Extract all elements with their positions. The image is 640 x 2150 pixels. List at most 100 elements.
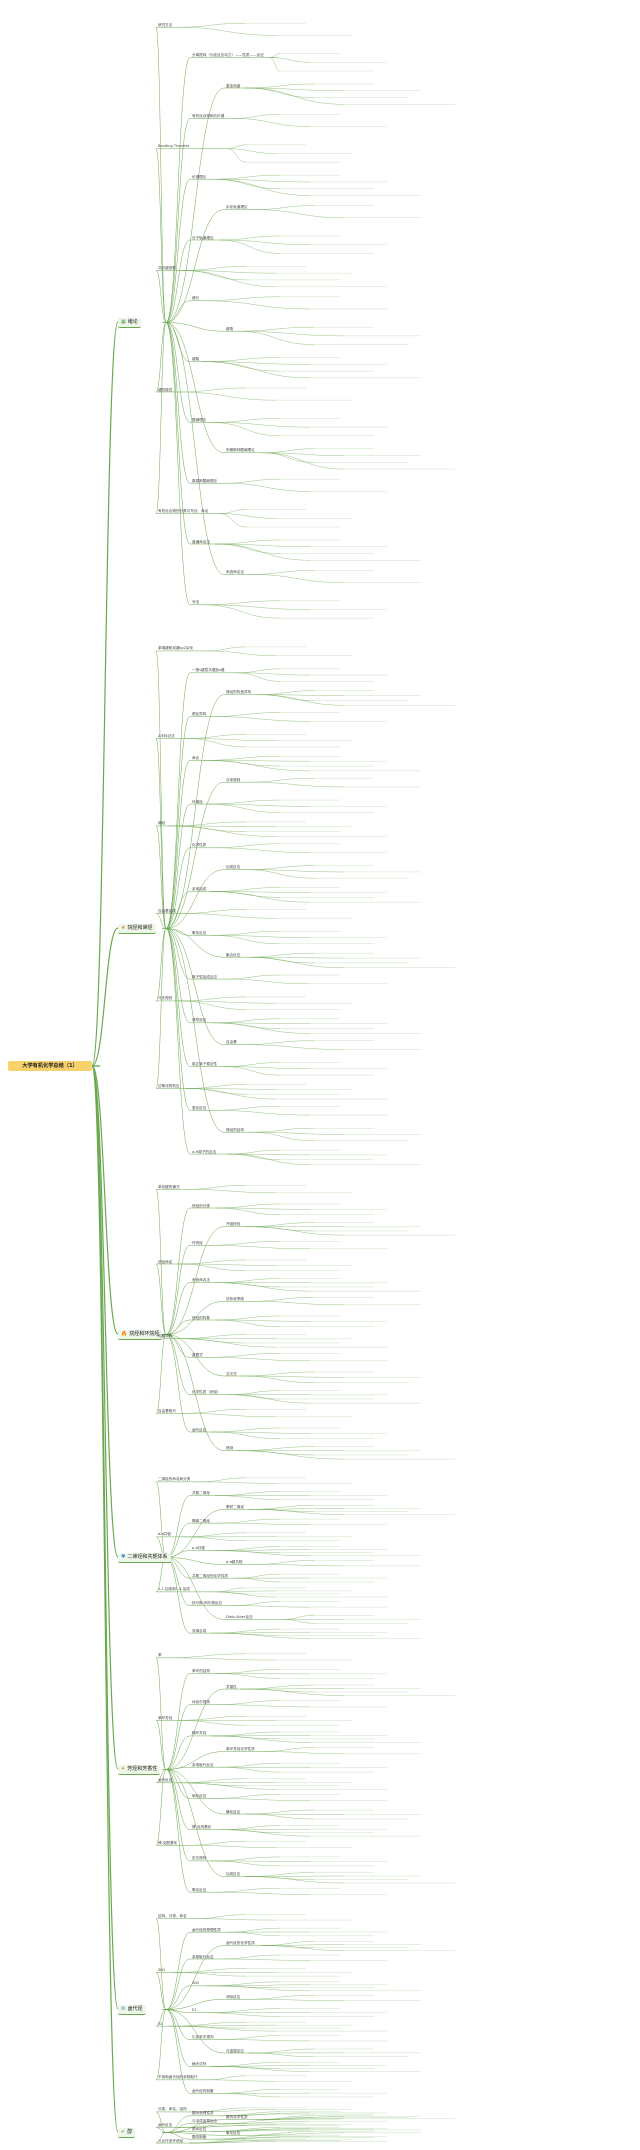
node-s5-2[interactable]: 卤代烃的化学性质 bbox=[226, 1941, 255, 1946]
node-s2-12[interactable]: 自由基取代 bbox=[158, 1408, 176, 1413]
node-s0-0[interactable]: 研究方法 bbox=[158, 22, 173, 27]
node-s2-1[interactable]: 烷烃的分类 bbox=[192, 1203, 210, 1208]
node-s2-4[interactable]: 烷烃命名 bbox=[158, 1259, 173, 1264]
node-s0-8[interactable]: 共价键参数 bbox=[158, 265, 176, 270]
node-s5-6[interactable]: 消除反应 bbox=[226, 1994, 241, 1999]
node-s3-3[interactable]: 隔离二烯烃 bbox=[192, 1518, 210, 1523]
node-s3-8[interactable]: 1,2-加成和1,4-加成 bbox=[158, 1587, 190, 1592]
node-s3-7[interactable]: 共轭二烯烃的化学性质 bbox=[192, 1573, 228, 1578]
node-s1-10[interactable]: 加成反应 bbox=[226, 865, 241, 870]
node-s6-0[interactable]: 分类、命名、结构 bbox=[158, 2107, 187, 2112]
node-s4-13[interactable]: 定位规则 bbox=[192, 1856, 207, 1861]
node-s3-1[interactable]: 共轭二烯烃 bbox=[192, 1491, 210, 1496]
section-s4[interactable]: ✦芳烃和芳香性 bbox=[118, 1765, 161, 1775]
node-s4-3[interactable]: 休克尔规则 bbox=[192, 1700, 210, 1705]
node-s3-10[interactable]: Diels-Alder反应 bbox=[226, 1614, 253, 1619]
node-s2-3[interactable]: 环烷烃 bbox=[192, 1240, 203, 1245]
node-s2-14[interactable]: 燃烧 bbox=[226, 1446, 234, 1451]
node-s4-12[interactable]: 傅-克酰基化 bbox=[158, 1840, 178, 1845]
node-s1-17[interactable]: 诱导效应 bbox=[192, 1018, 207, 1023]
section-s5[interactable]: ⚙卤代烃 bbox=[118, 2005, 146, 2015]
node-s1-7[interactable]: 环烯烃 bbox=[192, 799, 203, 804]
node-s5-1[interactable]: 卤代烃的物理性质 bbox=[192, 1927, 221, 1932]
node-s1-0[interactable]: 单烯键和双键sp2杂化 bbox=[158, 646, 194, 651]
node-s1-21[interactable]: 氢化反应 bbox=[192, 1105, 207, 1110]
node-s1-4[interactable]: Z/E标记法 bbox=[158, 733, 175, 738]
node-s4-2[interactable]: 芳香性 bbox=[226, 1684, 237, 1689]
node-s1-20[interactable]: 过氧化物效应 bbox=[158, 1083, 180, 1088]
node-s6-3[interactable]: 与活泼金属反应 bbox=[192, 2119, 218, 2124]
section-s6[interactable]: ✔醇 bbox=[118, 2128, 136, 2138]
node-s0-5[interactable]: 价键理论 bbox=[192, 174, 207, 179]
node-s2-13[interactable]: 卤代反应 bbox=[192, 1427, 207, 1432]
node-s1-19[interactable]: 碳正离子稳定性 bbox=[192, 1062, 218, 1067]
node-s5-5[interactable]: SN2 bbox=[192, 1981, 200, 1986]
node-s6-2[interactable]: 醇的化学性质 bbox=[226, 2115, 248, 2120]
node-s0-13[interactable]: 酸碱理论 bbox=[192, 417, 207, 422]
node-s4-8[interactable]: 卤代反应 bbox=[158, 1778, 173, 1783]
node-s1-22[interactable]: 烯烃的结构 bbox=[226, 1127, 244, 1132]
node-s1-13[interactable]: 氧化反应 bbox=[192, 930, 207, 935]
node-s5-7[interactable]: E1 bbox=[192, 2008, 197, 2013]
node-s2-9[interactable]: 重叠式 bbox=[192, 1352, 203, 1357]
node-s5-0[interactable]: 结构、分类、命名 bbox=[158, 1914, 187, 1919]
node-s4-5[interactable]: 稠环芳烃 bbox=[192, 1731, 207, 1736]
node-s0-15[interactable]: 路易斯酸碱理论 bbox=[192, 478, 218, 483]
node-s0-11[interactable]: 键能 bbox=[192, 357, 200, 362]
node-s3-4[interactable]: π-π共轭 bbox=[158, 1532, 171, 1537]
node-s4-1[interactable]: 苯环的结构 bbox=[192, 1668, 210, 1673]
section-s3[interactable]: ♥二烯烃和共轭体系 bbox=[118, 1553, 171, 1563]
node-s1-1[interactable]: 一般s键层次键加s键 bbox=[192, 668, 225, 673]
node-s1-11[interactable]: 亲电加成 bbox=[192, 887, 207, 892]
node-s0-18[interactable]: 系统命名法 bbox=[226, 569, 244, 574]
node-s0-14[interactable]: 布朗斯特酸碱理论 bbox=[226, 448, 255, 453]
node-s0-4[interactable]: Bonding Theories bbox=[158, 144, 190, 149]
root-node[interactable]: 大学有机化学总结（1） bbox=[8, 1061, 92, 1071]
node-s6-1[interactable]: 醇的物理性质 bbox=[192, 2111, 214, 2116]
node-s0-6[interactable]: 杂化轨道理论 bbox=[226, 205, 248, 210]
section-s2[interactable]: 🔥烷烃和环烷烃 bbox=[118, 1330, 163, 1340]
node-s0-3[interactable]: 有机化合物和共价键 bbox=[192, 113, 225, 118]
node-s4-0[interactable]: 苯 bbox=[158, 1653, 162, 1658]
node-s2-5[interactable]: 系统命名法 bbox=[192, 1278, 210, 1283]
node-s6-7[interactable]: 醇的制备 bbox=[192, 2134, 207, 2139]
node-s6-8[interactable]: 六元环多环烷烃 bbox=[158, 2138, 184, 2143]
node-s4-14[interactable]: 加成反应 bbox=[226, 1872, 241, 1877]
node-s3-9[interactable]: 狄尔斯-阿尔德反应 bbox=[192, 1601, 223, 1606]
node-s0-1[interactable]: 分离提纯（为定反应动力）——性质——反应 bbox=[192, 53, 264, 58]
node-s2-10[interactable]: 交叉式 bbox=[226, 1371, 237, 1376]
node-s3-6[interactable]: σ-π超共轭 bbox=[226, 1559, 243, 1564]
node-s1-23[interactable]: α-H原子的反应 bbox=[192, 1149, 217, 1154]
node-s1-3[interactable]: 顺反异构 bbox=[192, 712, 207, 717]
node-s3-5[interactable]: p-π共轭 bbox=[192, 1546, 205, 1551]
node-s1-9[interactable]: 化学性质 bbox=[192, 843, 207, 848]
node-s5-12[interactable]: 不饱和卤代烃的亲核取代 bbox=[158, 2075, 198, 2080]
node-s4-6[interactable]: 单环芳烃化学性质 bbox=[226, 1747, 255, 1752]
node-s1-14[interactable]: 聚合反应 bbox=[226, 952, 241, 957]
node-s6-4[interactable]: 卤代反应 bbox=[158, 2123, 173, 2127]
node-s5-8[interactable]: E2 bbox=[158, 2021, 163, 2026]
node-s5-10[interactable]: 与金属反应 bbox=[226, 2048, 244, 2053]
node-s5-9[interactable]: 扎依采夫规则 bbox=[192, 2035, 214, 2040]
node-s0-19[interactable]: 写法 bbox=[192, 600, 200, 605]
node-s0-2[interactable]: 鉴定纯度 bbox=[226, 83, 241, 88]
section-s1[interactable]: ★烷烃和烯烃 bbox=[118, 924, 156, 934]
node-s1-16[interactable]: 马氏规则 bbox=[158, 996, 173, 1001]
node-s3-11[interactable]: 双烯合成 bbox=[192, 1628, 207, 1633]
node-s1-15[interactable]: 离子型加成反应 bbox=[192, 974, 218, 979]
node-s4-11[interactable]: 傅-克烷基化 bbox=[192, 1825, 212, 1830]
node-s1-8[interactable]: 烯烃 bbox=[158, 821, 166, 826]
node-s1-18[interactable]: 自由基 bbox=[226, 1040, 237, 1045]
node-s4-7[interactable]: 亲电取代反应 bbox=[192, 1762, 214, 1767]
node-s4-9[interactable]: 硝化反应 bbox=[192, 1793, 207, 1798]
node-s4-15[interactable]: 氧化反应 bbox=[192, 1887, 207, 1892]
section-s0[interactable]: ▦绪论 bbox=[118, 318, 141, 328]
node-s5-3[interactable]: 亲核取代反应 bbox=[192, 1954, 214, 1959]
node-s2-7[interactable]: 烷烃的构象 bbox=[192, 1315, 210, 1320]
node-s2-6[interactable]: 伯仲叔季碳 bbox=[226, 1296, 244, 1301]
node-s5-11[interactable]: 格氏试剂 bbox=[192, 2061, 207, 2066]
node-s1-5[interactable]: 命名 bbox=[192, 755, 200, 760]
node-s4-10[interactable]: 磺化反应 bbox=[226, 1809, 241, 1814]
node-s2-0[interactable]: 单双键的通式 bbox=[158, 1184, 180, 1189]
node-s5-13[interactable]: 卤代烃的制备 bbox=[192, 2088, 214, 2093]
